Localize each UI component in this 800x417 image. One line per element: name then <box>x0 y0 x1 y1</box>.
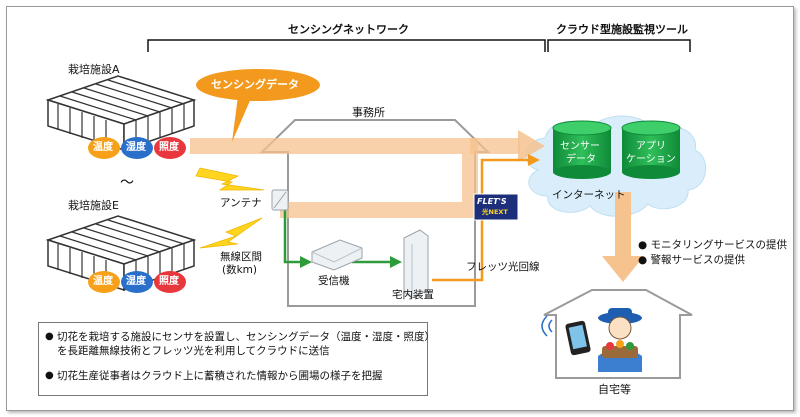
sensing-network-header: センシングネットワーク <box>288 23 409 36</box>
green-link-1 <box>283 208 302 264</box>
flets-logo-sub: 光NEXT <box>482 208 508 216</box>
cloud-tool-bracket <box>547 39 691 52</box>
smartphone-icon <box>541 315 591 356</box>
note-2-text: 切花生産従事者はクラウド上に蓄積された情報から圃場の様子を把握 <box>57 370 383 382</box>
db2-label-line1: アプリ <box>636 141 666 152</box>
illum-badge-a-label: 照度 <box>159 142 179 153</box>
humid-badge-a-label: 湿度 <box>126 142 146 153</box>
service-item-alert: ● 警報サービスの提供 <box>638 254 746 266</box>
application-db <box>621 120 681 179</box>
antenna-label: アンテナ <box>220 197 262 209</box>
temp-badge-a-label: 温度 <box>93 142 113 153</box>
illum-badge-a <box>154 137 186 159</box>
home-building <box>543 289 693 379</box>
receiver-detail <box>311 247 363 263</box>
temp-badge-e <box>88 271 120 293</box>
service-item-monitoring: ● モニタリングサービスの提供 <box>638 239 788 251</box>
humid-badge-a <box>121 137 153 159</box>
service-item-monitoring-text: モニタリングサービスの提供 <box>650 239 788 251</box>
note-1-cont: を長距離無線技術とフレッツ光を利用してクラウドに送信 <box>57 345 330 357</box>
flets-logo-main: FLET'S <box>477 197 507 206</box>
home-label: 自宅等 <box>598 383 631 396</box>
antenna-detail <box>273 191 287 209</box>
sensor-data-db <box>552 120 612 179</box>
facility-ellipsis: 〜 <box>120 175 134 191</box>
db1-label-line2: データ <box>566 154 596 165</box>
wireless-label-line2: (数km) <box>222 264 258 276</box>
note-2: ●切花生産従事者はクラウド上に蓄積された情報から圃場の様子を把握 <box>45 370 383 382</box>
service-arrowhead <box>602 256 644 282</box>
sensing-network-bracket <box>147 39 546 52</box>
facility-e-label: 栽培施設E <box>68 199 119 212</box>
temp-badge-e-label: 温度 <box>93 276 113 287</box>
note-1: ●切花を栽培する施設にセンサを設置し、センシングデータ（温度・湿度・照度） <box>45 331 435 343</box>
home-device-label: 宅内装置 <box>392 289 434 301</box>
fiber-arrowhead <box>528 154 540 166</box>
green-arrowhead-2 <box>390 256 402 268</box>
cloud-tool-header: クラウド型施設監視ツール <box>556 23 688 36</box>
internet-label: インターネット <box>552 189 626 201</box>
data-flow-arrowhead <box>518 130 545 162</box>
home-device <box>403 229 429 299</box>
farmer-figure <box>598 308 642 372</box>
sensing-data-callout-label: センシングデータ <box>211 78 299 91</box>
illum-badge-e <box>154 271 186 293</box>
temp-badge-a <box>88 137 120 159</box>
lightning-bolt-lower <box>199 217 263 249</box>
db2-label-line2: ケーション <box>626 154 676 165</box>
service-item-alert-text: 警報サービスの提供 <box>650 254 746 266</box>
humid-badge-e <box>121 271 153 293</box>
notes-box: ●切花を栽培する施設にセンサを設置し、センシングデータ（温度・湿度・照度） を長… <box>38 322 435 396</box>
service-arrow-shaft <box>615 192 631 258</box>
data-flow-band <box>190 138 478 218</box>
lightning-bolt-upper <box>195 167 265 191</box>
sensing-data-callout <box>196 69 320 101</box>
receiver-label: 受信機 <box>318 275 350 287</box>
note-1-text: 切花を栽培する施設にセンサを設置し、センシングデータ（温度・湿度・照度） <box>57 331 435 343</box>
callout-tail <box>232 96 252 142</box>
illum-badge-e-label: 照度 <box>159 276 179 287</box>
flets-logo <box>473 193 519 221</box>
office-label: 事務所 <box>352 106 385 119</box>
green-arrowhead-1 <box>300 256 312 268</box>
humid-badge-e-label: 湿度 <box>126 276 146 287</box>
facility-a-label: 栽培施設A <box>68 63 120 76</box>
db1-label-line1: センサー <box>560 141 600 152</box>
fiber-line-label: フレッツ光回線 <box>466 261 540 273</box>
receiver-device <box>311 239 363 271</box>
wireless-label-line1: 無線区間 <box>220 251 262 263</box>
